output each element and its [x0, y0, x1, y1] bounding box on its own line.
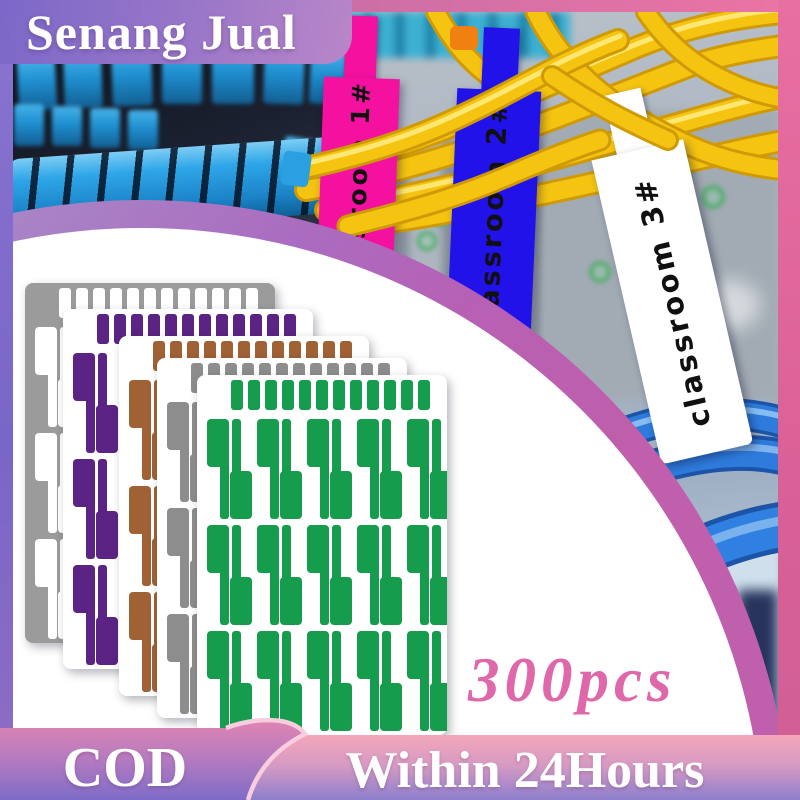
frame-right-border	[778, 0, 800, 800]
lc-connector	[52, 106, 82, 146]
orange-connector	[450, 26, 478, 50]
lc-connector	[90, 108, 120, 148]
quantity-text: 300pcs	[468, 645, 677, 715]
lc-connector	[14, 104, 44, 146]
cable-end-connector	[280, 150, 312, 188]
ribbon-swoosh	[225, 717, 309, 800]
frame-left-border	[0, 0, 13, 740]
brand-name: Senang Jual	[26, 4, 297, 60]
label-sheet-green	[197, 375, 447, 735]
delivery-text: Within 24Hours	[345, 742, 705, 799]
cod-badge: COD	[62, 737, 188, 799]
lc-connector	[128, 110, 158, 150]
led-bokeh	[416, 230, 438, 252]
delivery-banner-background	[236, 735, 800, 800]
brand-banner: Senang Jual	[0, 0, 352, 64]
led-bokeh	[588, 260, 612, 284]
cod-badge-background	[0, 717, 309, 800]
led-bokeh	[700, 184, 726, 210]
